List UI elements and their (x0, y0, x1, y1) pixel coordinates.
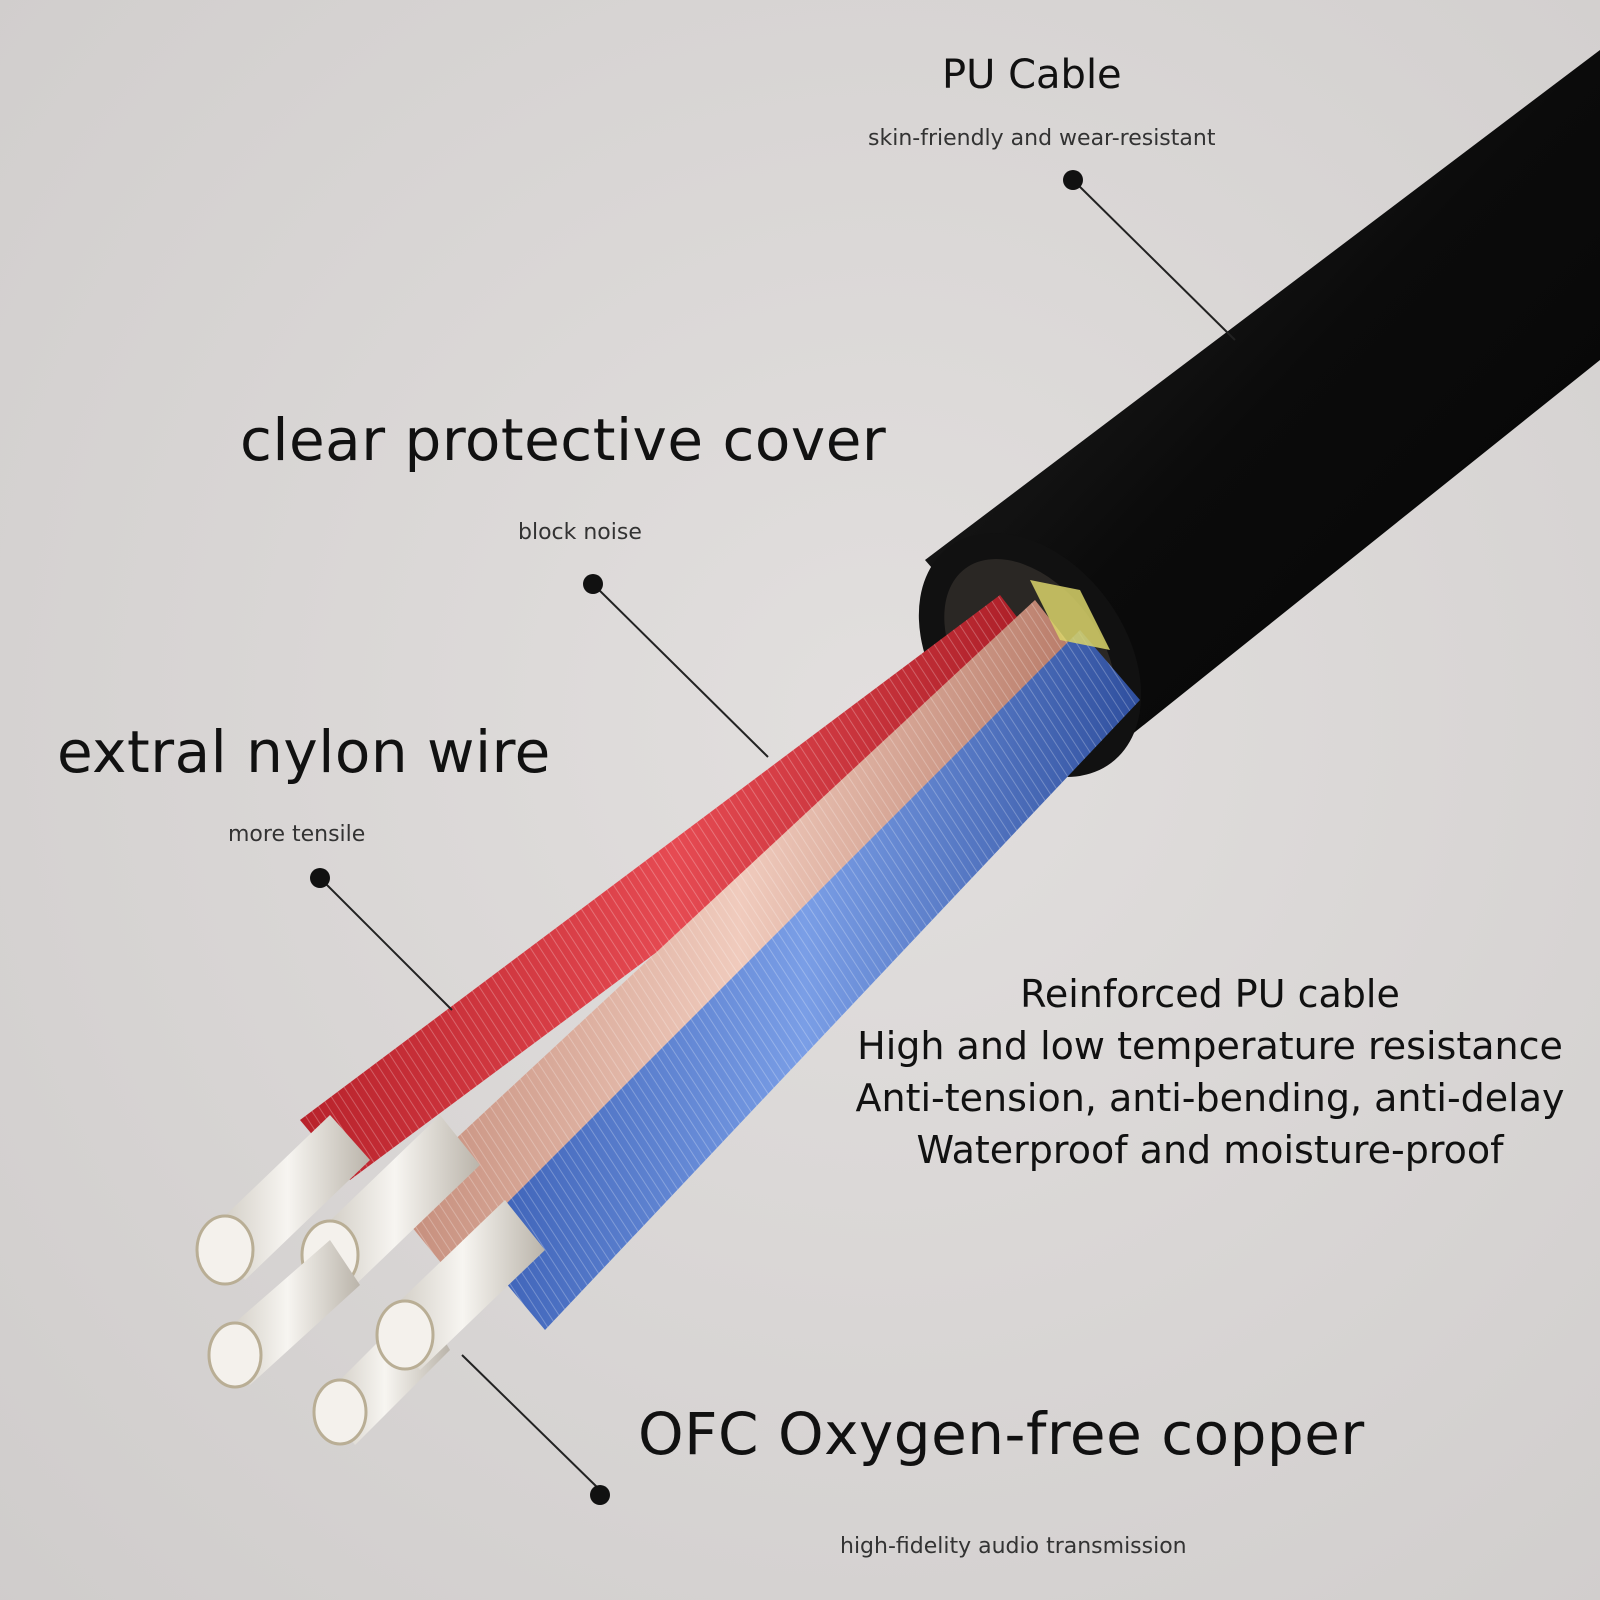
nylon-wire-subtitle: more tensile (228, 822, 366, 847)
ofc-copper-title: OFC Oxygen-free copper (638, 1400, 1365, 1468)
silver-core-ends (195, 1115, 545, 1446)
callout-pu-cable (1063, 170, 1236, 341)
clear-cover-title: clear protective cover (240, 406, 887, 474)
copper-strand-wire (390, 600, 1090, 1280)
callout-clear-cover (583, 574, 769, 758)
yellow-filler (1030, 580, 1110, 650)
feature-list: Reinforced PU cable High and low tempera… (830, 968, 1590, 1176)
callout-ofc-copper (461, 1354, 610, 1505)
clear-cover-subtitle: block noise (518, 520, 642, 545)
feature-item: Anti-tension, anti-bending, anti-delay (855, 1076, 1565, 1120)
feature-item: High and low temperature resistance (857, 1024, 1563, 1068)
ofc-copper-subtitle: high-fidelity audio transmission (840, 1534, 1187, 1559)
feature-item: Waterproof and moisture-proof (916, 1128, 1504, 1172)
nylon-wire-title: extral nylon wire (57, 718, 551, 786)
feature-item: Reinforced PU cable (1020, 972, 1400, 1016)
blue-insulated-wire (470, 630, 1140, 1330)
red-insulated-wire (300, 595, 1050, 1180)
pu-cable-title: PU Cable (942, 52, 1122, 98)
pu-cable-subtitle: skin-friendly and wear-resistant (868, 126, 1216, 151)
callout-nylon-wire (310, 868, 453, 1011)
